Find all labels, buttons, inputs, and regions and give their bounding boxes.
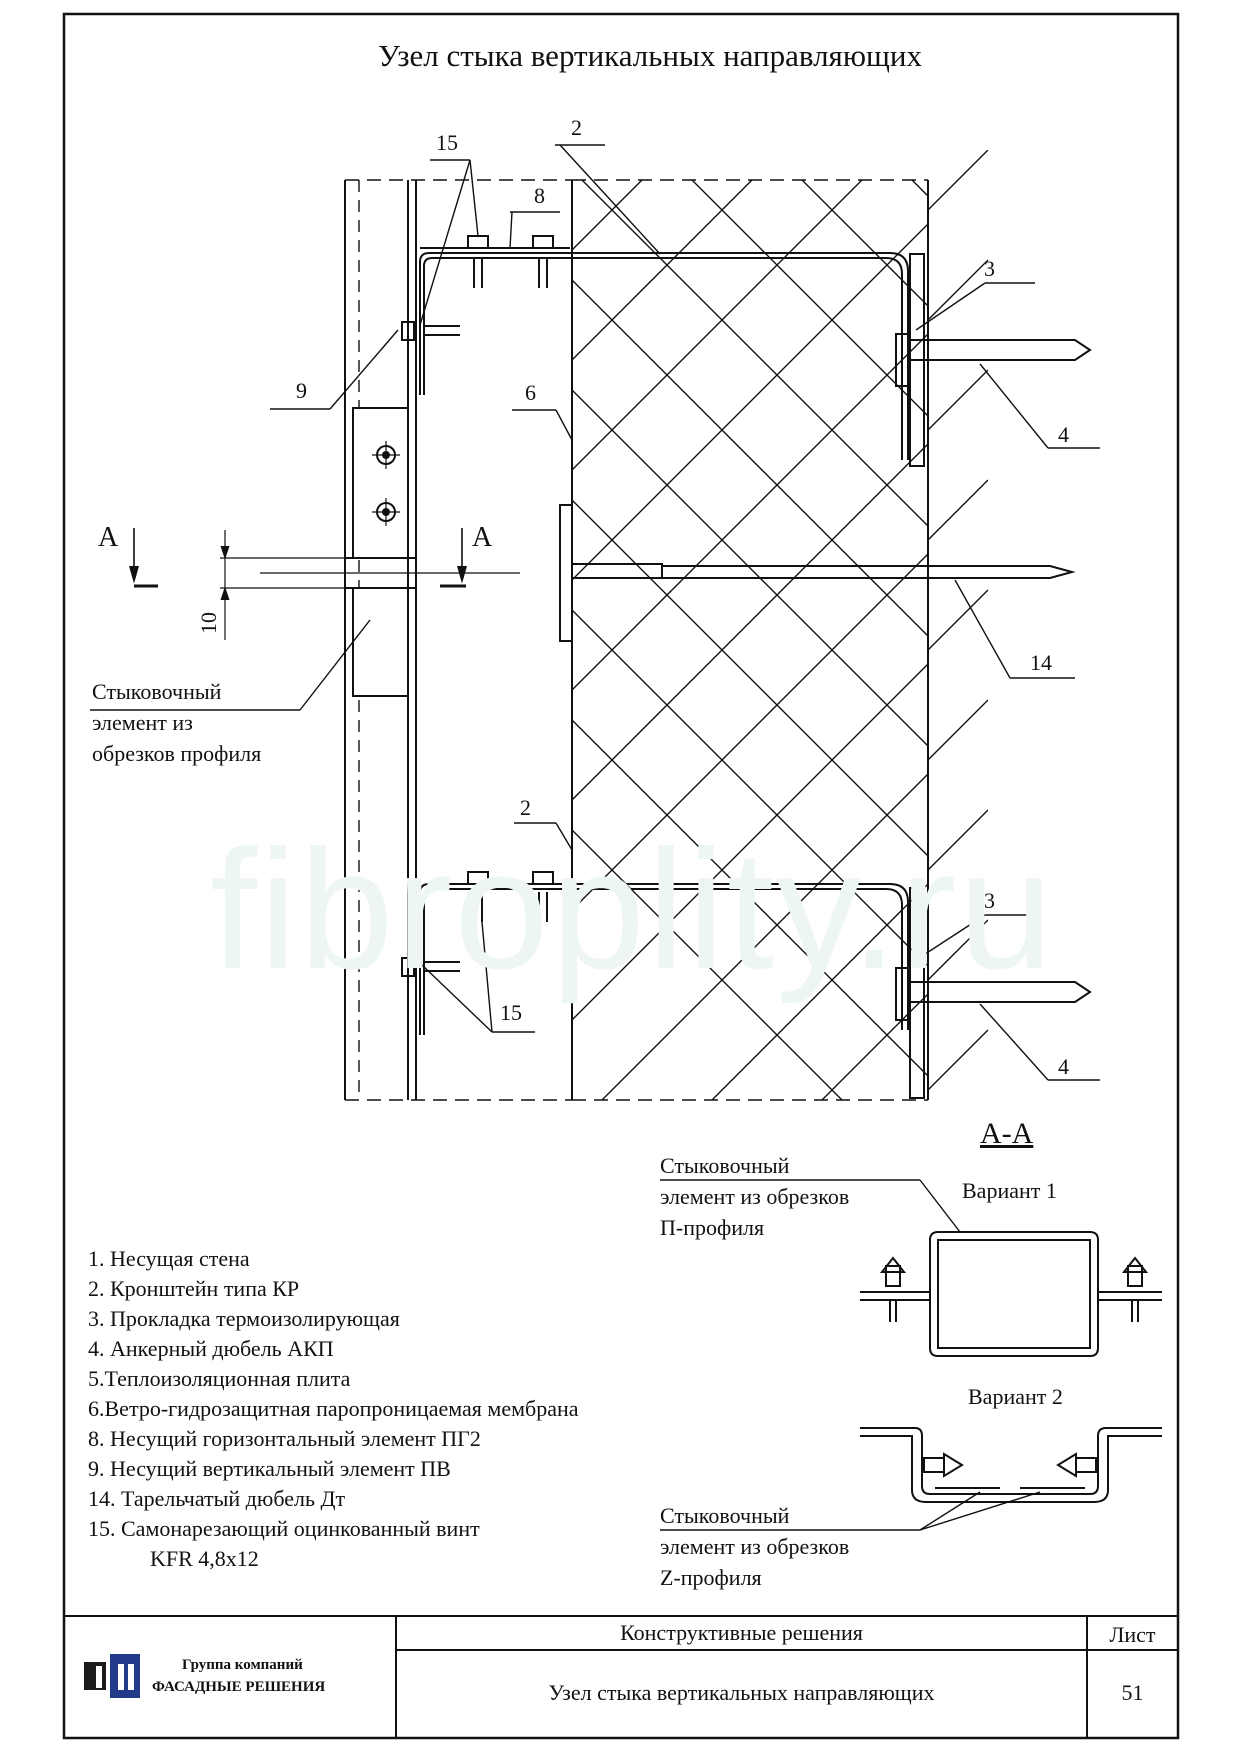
variant1-label: Вариант 1 xyxy=(962,1178,1057,1203)
variant2-note: Стыковочный элемент из обрезков Z-профил… xyxy=(660,1503,850,1590)
legend-item: KFR 4,8x12 xyxy=(150,1546,259,1571)
callout-2-top: 2 xyxy=(571,115,582,140)
variant1-drawing xyxy=(660,1179,1162,1357)
legend-item: 4. Анкерный дюбель АКП xyxy=(88,1336,334,1361)
legend-item: 8. Несущий горизонтальный элемент ПГ2 xyxy=(88,1426,481,1451)
bracket-bottom xyxy=(401,871,1092,1099)
title-block xyxy=(64,1615,1178,1738)
callout-3-bottom: 3 xyxy=(984,888,995,913)
legend-list: 1. Несущая стена 2. Кронштейн типа КР 3.… xyxy=(88,1244,579,1574)
sheet-label: Лист xyxy=(1109,1622,1156,1647)
dimension-10: 10 xyxy=(196,612,221,634)
watermark-text: fibroplity.ru xyxy=(210,815,1055,1005)
callout-15-bottom: 15 xyxy=(500,1000,522,1025)
legend-item: 9. Несущий вертикальный элемент ПВ xyxy=(88,1456,451,1481)
legend-item: 2. Кронштейн типа КР xyxy=(88,1276,300,1301)
page-frame xyxy=(62,12,1180,1740)
wall-hatch xyxy=(928,150,988,1091)
legend-item: 1. Несущая стена xyxy=(88,1246,250,1271)
callout-9: 9 xyxy=(296,378,307,403)
section-title: А-А xyxy=(980,1117,1034,1150)
callout-14: 14 xyxy=(1030,650,1052,675)
main-detail xyxy=(90,144,1100,1101)
section-mark-left: A xyxy=(98,522,119,553)
callout-8: 8 xyxy=(534,183,545,208)
legend-item: 5.Теплоизоляционная плита xyxy=(88,1366,351,1391)
section-mark-right: A xyxy=(472,522,493,553)
section-name: Конструктивные решения xyxy=(620,1620,863,1645)
section-marks xyxy=(129,528,520,640)
joint-element-note: Стыковочный элемент из обрезков профиля xyxy=(92,679,262,766)
plate-dowel xyxy=(559,504,1076,642)
callout-4-bottom: 4 xyxy=(1058,1054,1069,1079)
callout-2-bottom: 2 xyxy=(520,795,531,820)
legend-item: 6.Ветро-гидрозащитная паропроницаемая ме… xyxy=(88,1396,579,1421)
sheet-number: 51 xyxy=(1121,1680,1144,1705)
callout-15-top: 15 xyxy=(436,130,458,155)
company-logo xyxy=(84,1654,140,1698)
drawing-title: Узел стыка вертикальных направляющих xyxy=(378,38,922,73)
insulation-hatch xyxy=(572,180,928,1100)
variant2-label: Вариант 2 xyxy=(968,1384,1063,1409)
company-name-line2: ФАСАДНЫЕ РЕШЕНИЯ xyxy=(152,1679,326,1695)
legend-item: 3. Прокладка термоизолирующая xyxy=(88,1306,400,1331)
variant1-note: Стыковочный элемент из обрезков П-профил… xyxy=(660,1153,850,1240)
callout-3-top: 3 xyxy=(984,256,995,281)
company-name-line1: Группа компаний xyxy=(182,1657,303,1673)
drawing-name: Узел стыка вертикальных направляющих xyxy=(548,1680,935,1705)
splice-element xyxy=(345,407,416,697)
legend-item: 14. Тарельчатый дюбель Дт xyxy=(88,1486,346,1511)
callout-6: 6 xyxy=(525,380,536,405)
legend-item: 15. Самонарезающий оцинкованный винт xyxy=(88,1516,480,1541)
variant2-drawing xyxy=(660,1427,1162,1531)
leader-lines xyxy=(90,144,1100,1081)
callout-4-top: 4 xyxy=(1058,422,1069,447)
